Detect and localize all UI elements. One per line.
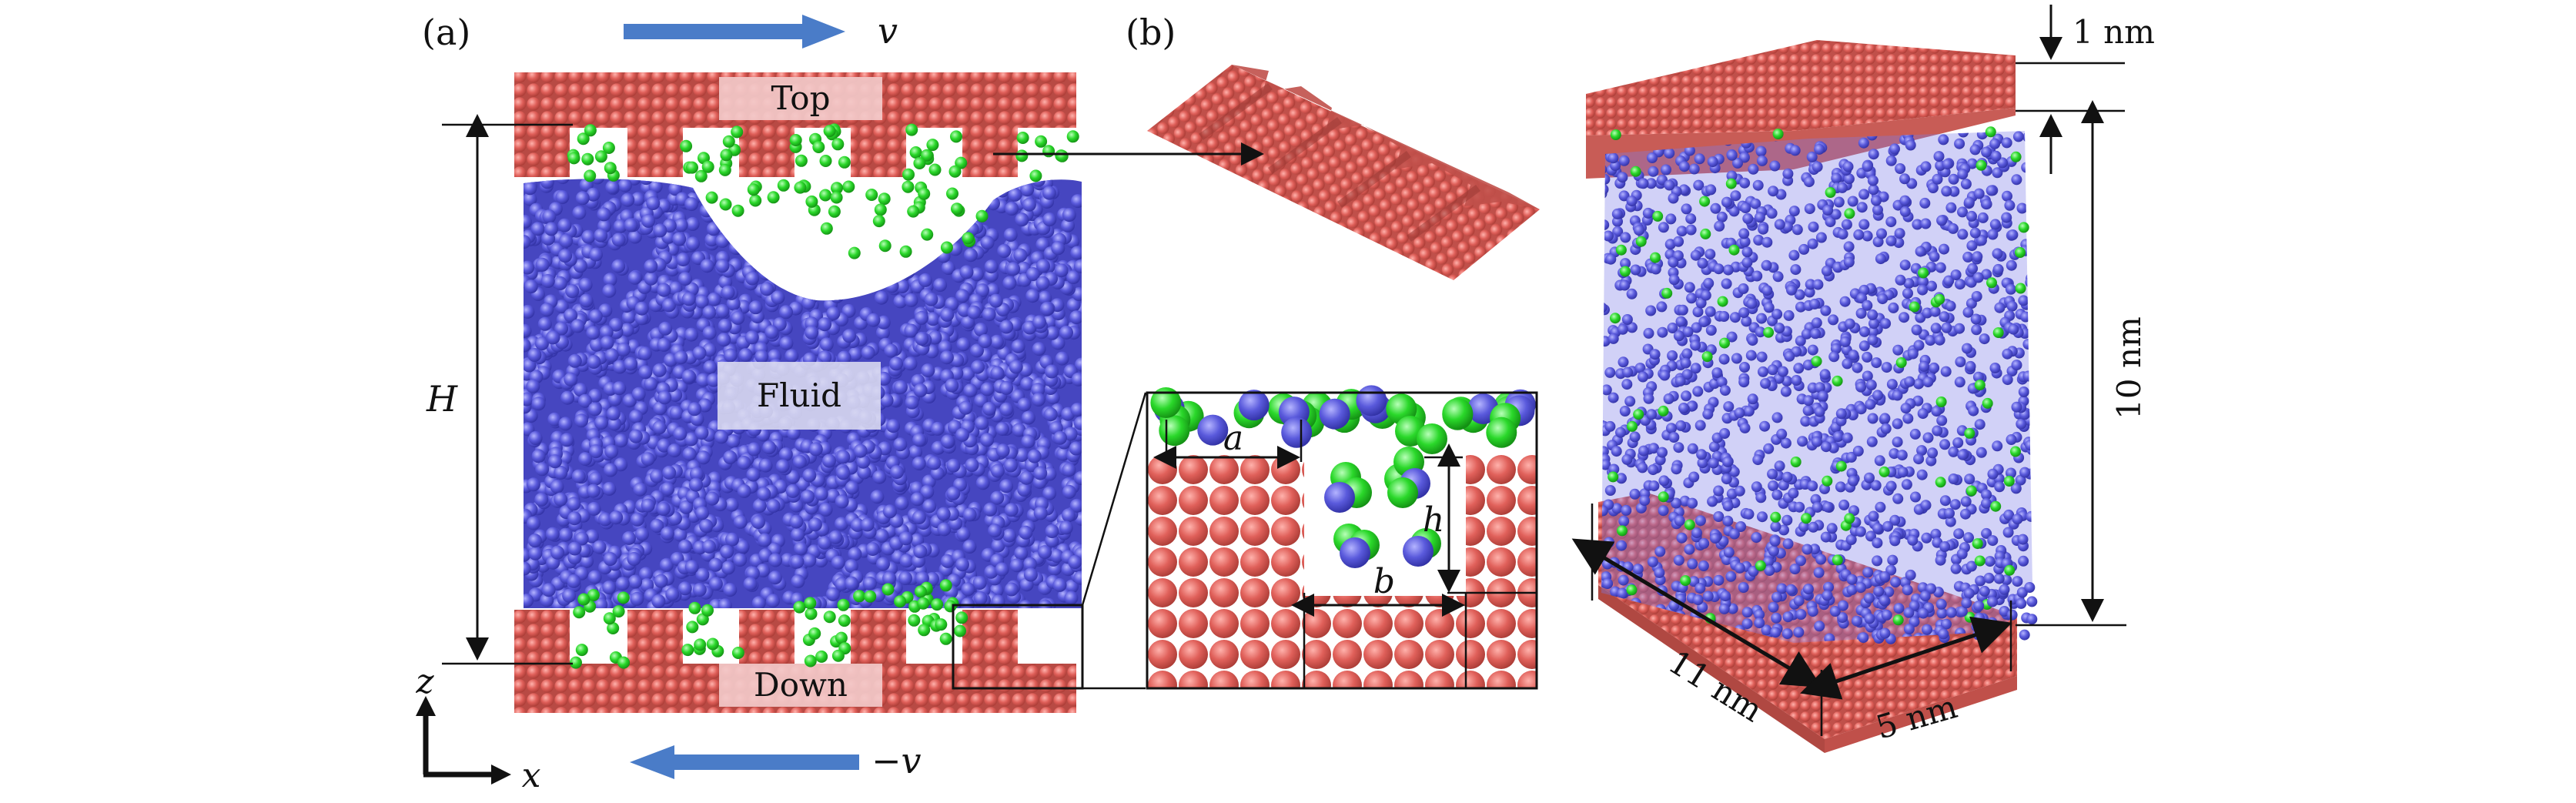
top-wall-label: Top: [771, 79, 831, 117]
bottom-velocity-label: −v: [871, 740, 922, 781]
panel-b: (b): [993, 12, 1540, 690]
z-axis-label: z: [415, 662, 434, 701]
fluid-label-box: [718, 362, 881, 430]
coordinate-axes: [416, 696, 511, 785]
x-axis-label: x: [522, 756, 541, 795]
inset-label-b: b: [1373, 562, 1395, 601]
top-velocity-arrow: [624, 15, 845, 49]
channel-height-label: 10 nm: [2110, 316, 2148, 420]
down-label-box: [719, 664, 882, 707]
panel-a: (a) v Top Down: [415, 10, 1147, 795]
length-width-dimensions: [1571, 504, 2012, 736]
top-velocity-label: v: [878, 10, 898, 52]
height-label: H: [426, 378, 458, 420]
wall-thickness-label: 1 nm: [2073, 13, 2155, 51]
gas-molecules: [567, 123, 1079, 669]
top-label-box: [719, 77, 882, 120]
zoom-region-box: [952, 604, 1084, 690]
bottom-wall-label: Down: [754, 666, 848, 704]
fluid-region-3d: [1601, 131, 2032, 643]
channel-height-dimension: [2016, 100, 2126, 627]
wall-thickness-dimension: [2016, 5, 2125, 174]
inset-label-a: a: [1223, 419, 1243, 458]
height-dimension: [442, 114, 573, 665]
panel-a-label: (a): [422, 12, 470, 53]
inset-label-h: h: [1423, 500, 1444, 540]
bottom-velocity-arrow: [630, 745, 859, 779]
zoom-inset: [1146, 385, 1538, 690]
grooved-wall-layer: [1147, 65, 1540, 280]
simulation-box-3d: 1 nm 10 nm 11 nm 5 nm: [1571, 5, 2155, 753]
panel-b-label: (b): [1126, 12, 1176, 53]
zoom-line-top: [1081, 392, 1147, 606]
fluid-label: Fluid: [757, 376, 841, 414]
